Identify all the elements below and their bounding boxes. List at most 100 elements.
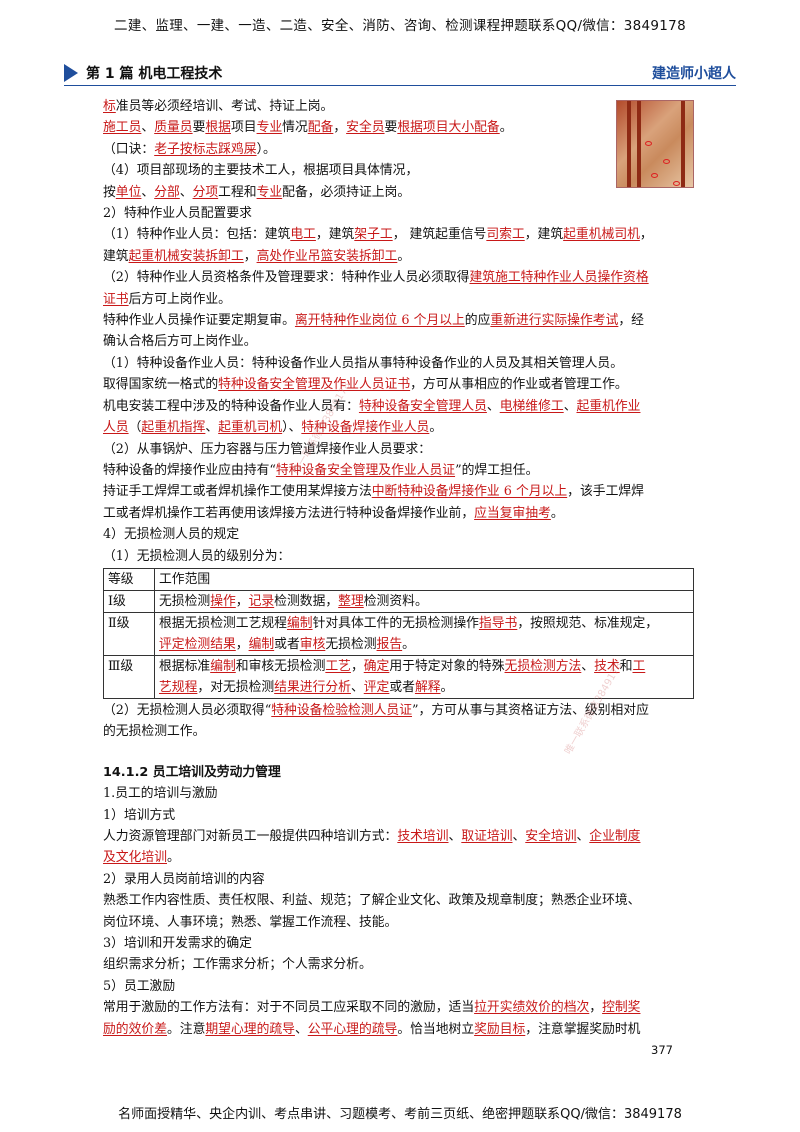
text-run: 无损检测: [159, 593, 211, 609]
text-run: 根据标准: [159, 658, 211, 674]
text-run: 检测资料。: [363, 593, 428, 609]
text-run: 工或者焊机操作工若再使用该焊接方法进行特种设备焊接作业前，: [103, 505, 475, 521]
table-row: Ⅱ级根据无损检测工艺规程编制针对具体工件的无损检测操作指导书，按照规范、标准规定…: [103, 611, 694, 656]
text-line: 1）培训方式: [103, 805, 698, 826]
key-term: 拉开实绩效价的档次: [474, 1000, 590, 1016]
text-run: 特种设备的焊接作业应由持有“: [103, 462, 276, 478]
text-run: 和: [619, 658, 633, 674]
key-term: 特种设备检验检测人员证: [271, 702, 413, 718]
text-line: 人力资源管理部门对新员工一般提供四种培训方式：技术培训、取证培训、安全培训、企业…: [103, 826, 698, 847]
text-run: 工程和: [218, 184, 257, 200]
text-run: 和审核无损检测: [235, 658, 326, 674]
key-term: 专业: [256, 120, 283, 136]
text-line: 及文化培训。: [103, 847, 698, 868]
key-term: 重新进行实际操作考试: [490, 313, 619, 329]
text-run: 确认合格后方可上岗作业。: [103, 334, 257, 350]
text-run: （2）特种作业人员资格条件及管理要求：特种作业人员必须取得: [103, 270, 470, 286]
text-run: 、: [581, 658, 595, 674]
text-line: 施工员、质量员要根据项目专业情况配备，安全员要根据项目大小配备。: [103, 117, 698, 138]
text-run: ，建筑: [524, 227, 564, 243]
text-run: 、: [350, 679, 364, 695]
text-run: 无损检测: [325, 636, 377, 652]
key-term: 工: [632, 658, 646, 674]
text-run: 项目: [230, 120, 257, 136]
key-term: 安全培训: [525, 828, 577, 844]
text-run: ，: [243, 248, 257, 264]
text-run: 要: [384, 120, 398, 136]
key-term: 特种设备安全管理人员: [358, 398, 487, 414]
text-line: 岗位环境、人事环境；熟悉、掌握工作流程、技能。: [103, 912, 698, 933]
text-line: 2）特种作业人员配置要求: [103, 203, 698, 224]
text-line: 按单位、分部、分项工程和专业配备，必须持证上岗。: [103, 182, 698, 203]
text-run: 人力资源管理部门对新员工一般提供四种培训方式：: [103, 828, 398, 844]
text-run: 、: [563, 398, 577, 414]
text-run: ，方可从事相应的作业或者管理工作。: [410, 377, 628, 393]
body-text-section2: 1.员工的培训与激励 1）培训方式人力资源管理部门对新员工一般提供四种培训方式：技…: [103, 783, 698, 1040]
text-run: ，: [639, 227, 653, 243]
text-run: 、: [205, 420, 219, 436]
key-term: 施工员: [103, 120, 142, 136]
table-row: Ⅲ级根据标准编制和审核无损检测工艺，确定用于特定对象的特殊无损检测方法、技术和工…: [103, 654, 694, 699]
key-term: 根据项目大小配备: [397, 120, 500, 136]
text-line: 励的效价差。注意期望心理的疏导、公平心理的疏导。恰当地树立奖励目标，注意掌握奖励…: [103, 1019, 698, 1040]
text-run: （4）项目部现场的主要技术工人，根据项目具体情况，: [103, 163, 419, 179]
key-term: 记录: [248, 593, 275, 609]
scope-cell: 根据标准编制和审核无损检测工艺，确定用于特定对象的特殊无损检测方法、技术和工艺规…: [154, 654, 694, 699]
text-run: 用于特定对象的特殊: [389, 658, 505, 674]
text-run: 常用于激励的工作方法有：对于不同员工应采取不同的激励，适当: [103, 1000, 475, 1016]
key-term: 根据: [205, 120, 231, 136]
text-line: （1）特种作业人员：包括：建筑电工，建筑架子工， 建筑起重信号司索工，建筑起重机…: [103, 224, 698, 245]
text-line: 持证手工焊焊工或者焊机操作工使用某焊接方法中断特种设备焊接作业 6 个月以上，该…: [103, 481, 698, 502]
text-run: 、: [486, 398, 500, 414]
table-header-row: 等级工作范围: [103, 567, 694, 591]
text-run: 配备，必须持证上岗。: [282, 184, 411, 200]
text-run: （1）特种作业人员：包括：建筑: [103, 227, 291, 243]
text-run: 根据无损检测工艺规程: [159, 615, 287, 631]
text-line: 机电安装工程中涉及的特种设备作业人员有：特种设备安全管理人员、电梯维修工、起重机…: [103, 396, 698, 417]
site-photo-image: [616, 100, 694, 188]
text-line: 5）员工激励: [103, 976, 698, 997]
key-term: 电工: [290, 227, 316, 243]
key-term: 证书: [103, 291, 129, 307]
chapter-title: 第 1 篇 机电工程技术: [86, 66, 223, 82]
key-term: 起重机械安装拆卸工: [128, 248, 244, 264]
text-run: 、: [576, 828, 590, 844]
text-line: （4）项目部现场的主要技术工人，根据项目具体情况，: [103, 160, 698, 181]
text-run: 。: [166, 850, 180, 866]
key-term: 司索工: [486, 227, 525, 243]
text-run: 、: [512, 828, 526, 844]
text-line: （2）无损检测人员必须取得“特种设备检验检测人员证”，方可从事与其资格证方法、级…: [103, 700, 698, 721]
chapter-marker-icon: [64, 64, 78, 82]
key-term: 编制: [286, 615, 313, 631]
text-run: 要: [192, 120, 206, 136]
text-line: 熟悉工作内容性质、责任权限、利益、规范；了解企业文化、政策及规章制度；熟悉企业环…: [103, 890, 698, 911]
text-run: 、: [179, 184, 193, 200]
page-number: 377: [651, 1043, 673, 1057]
key-term: 老子按标志踩鸡屎: [154, 141, 257, 157]
text-run: 。: [440, 679, 454, 695]
text-run: 的无损检测工作。: [103, 724, 206, 740]
key-term: 应当复审抽考: [474, 505, 551, 521]
text-run: ，: [350, 658, 364, 674]
text-run: ，建筑: [315, 227, 355, 243]
text-line: 1.员工的培训与激励: [103, 783, 698, 804]
text-run: （口诀：: [103, 141, 155, 157]
key-term: 起重机指挥: [141, 420, 206, 436]
key-term: 高处作业吊篮安装拆卸工: [256, 248, 398, 264]
key-term: 报告: [376, 636, 403, 652]
text-run: 岗位环境、人事环境；熟悉、掌握工作流程、技能。: [103, 914, 398, 930]
page-content: 标准员等必须经培训、考试、持证上岗。施工员、质量员要根据项目专业情况配备，安全员…: [103, 96, 698, 1040]
key-term: 建筑施工特种作业人员操作资格: [469, 270, 649, 286]
key-term: 人员: [103, 420, 129, 436]
key-term: 特种设备焊接作业人员: [301, 420, 430, 436]
text-run: 组织需求分析；工作需求分析；个人需求分析。: [103, 957, 372, 973]
key-term: 分项: [192, 184, 219, 200]
key-term: 单位: [115, 184, 142, 200]
text-run: 1）培训方式: [103, 807, 176, 823]
text-run: 的应: [464, 313, 491, 329]
text-run: 或者: [389, 679, 415, 695]
text-run: 、: [448, 828, 462, 844]
key-term: 指导书: [478, 615, 518, 631]
text-line: 组织需求分析；工作需求分析；个人需求分析。: [103, 954, 698, 975]
table-row: Ⅰ级无损检测操作，记录检测数据，整理检测资料。: [103, 589, 694, 613]
